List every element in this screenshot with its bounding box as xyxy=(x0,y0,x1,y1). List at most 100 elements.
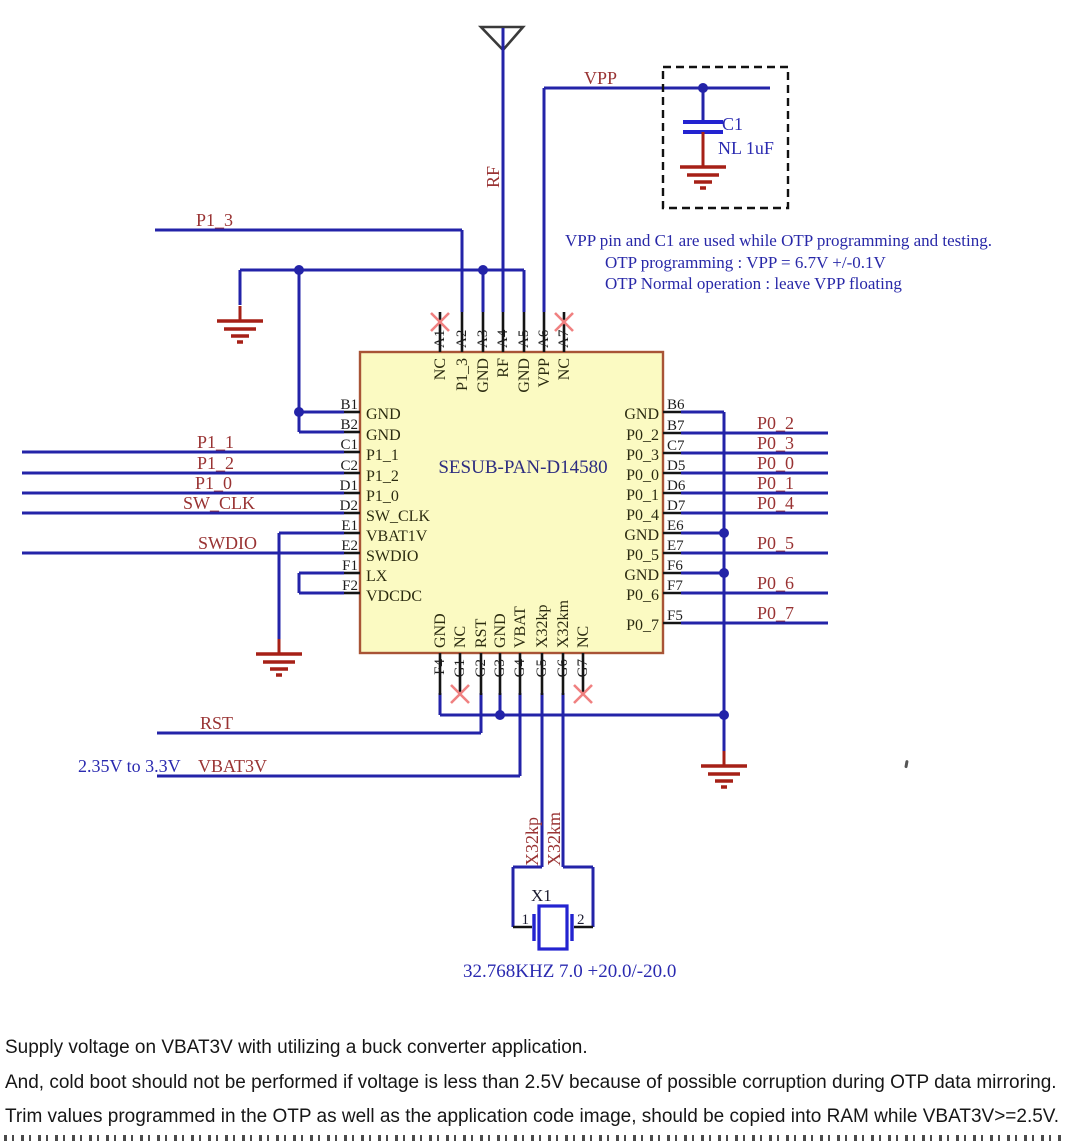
left-pin-names: GND GND P1_1 P1_2 P1_0 SW_CLK VBAT1V SWD… xyxy=(366,406,430,605)
net-label-p0_6: P0_6 xyxy=(757,573,794,593)
junction-dots xyxy=(294,83,729,720)
net-label-p1_3: P1_3 xyxy=(196,210,233,230)
pin-name: GND xyxy=(624,567,659,584)
net-left-io-wires xyxy=(22,450,344,555)
net-vpp-wire xyxy=(542,86,770,312)
pin-number: A3 xyxy=(475,330,491,348)
pin-number: E7 xyxy=(667,538,684,554)
net-label-p0_7: P0_7 xyxy=(757,603,794,623)
net-vbat3v-wire xyxy=(157,693,522,778)
right-pin-numbers: B6 B7 C7 D5 D6 D7 E6 E7 F6 F7 F5 xyxy=(667,397,686,624)
crystal-spec: 32.768KHZ 7.0 +20.0/-20.0 xyxy=(463,961,676,982)
pin-name: P0_1 xyxy=(626,487,659,504)
pin-name: P0_7 xyxy=(626,617,659,634)
pin-name: RF xyxy=(495,358,512,378)
net-label-p0_0: P0_0 xyxy=(757,453,794,473)
footer-notes: Supply voltage on VBAT3V with utilizing … xyxy=(5,1037,1059,1127)
pin-number: A4 xyxy=(495,329,511,348)
pin-name: GND xyxy=(475,358,492,393)
right-pin-names: GND P0_2 P0_3 P0_0 P0_1 P0_4 GND P0_5 GN… xyxy=(624,406,659,634)
vpp-note-line2: OTP programming : VPP = 6.7V +/-0.1V xyxy=(605,253,887,272)
net-label-vbat3v: VBAT3V xyxy=(198,756,267,776)
dashed-box xyxy=(661,65,790,210)
ground-symbol-top-left xyxy=(215,304,265,344)
net-label-x32km: X32km xyxy=(544,812,564,866)
pin-name: GND xyxy=(624,527,659,544)
top-pin-numbers: A1 A2 A3 A4 A5 A6 A7 xyxy=(432,329,572,348)
pin-number: A6 xyxy=(536,329,552,348)
pin-name: SW_CLK xyxy=(366,508,430,525)
pin-name: P0_2 xyxy=(626,427,659,444)
net-lx-vdcdc-wire xyxy=(297,571,344,595)
pin-number: A1 xyxy=(432,330,448,348)
pin-number: G5 xyxy=(534,659,550,677)
vpp-cap-section: C1 NL 1uF xyxy=(661,65,790,210)
pin-number: G2 xyxy=(473,659,489,677)
wire-segments xyxy=(22,28,828,927)
pin-number: A2 xyxy=(454,330,470,348)
pin-name: P1_3 xyxy=(454,358,471,391)
pin-number: B6 xyxy=(667,397,685,413)
pin-number: C1 xyxy=(340,437,358,453)
pin-name: NC xyxy=(556,358,573,380)
top-pin-names: NC P1_3 GND RF GND VPP NC xyxy=(432,358,573,393)
pin-name: GND xyxy=(366,427,401,444)
pin-name: P1_0 xyxy=(366,488,399,505)
net-label-p1_0: P1_0 xyxy=(195,473,232,493)
net-label-x32kp: X32kp xyxy=(522,817,542,866)
net-labels: P1_3 P1_1 P1_2 P1_0 SW_CLK SWDIO RST VBA… xyxy=(78,68,794,866)
crystal-pin1: 1 xyxy=(522,912,530,928)
vpp-note-line3: OTP Normal operation : leave VPP floatin… xyxy=(605,274,902,293)
pin-number: F2 xyxy=(342,578,358,594)
net-label-p1_2: P1_2 xyxy=(197,453,234,473)
ground-symbol-bottom-right xyxy=(699,749,749,789)
pin-name: P1_2 xyxy=(366,468,399,485)
net-x32-wires xyxy=(511,693,595,927)
pin-name: VBAT xyxy=(512,606,529,648)
pin-name: NC xyxy=(452,626,469,648)
net-label-sw_clk: SW_CLK xyxy=(183,493,255,513)
pin-number: G3 xyxy=(492,659,508,677)
bottom-pin-names: GND NC RST GND VBAT X32kp X32km NC xyxy=(432,599,592,648)
pin-number: G7 xyxy=(575,659,591,678)
pin-number: E2 xyxy=(341,538,358,554)
pin-number: F5 xyxy=(667,608,683,624)
pin-number: A5 xyxy=(516,330,532,348)
ground-symbol-left xyxy=(254,637,304,677)
pin-name: P0_5 xyxy=(626,547,659,564)
pin-number: E1 xyxy=(341,518,358,534)
pin-name: NC xyxy=(432,358,449,380)
vpp-note-line1: VPP pin and C1 are used while OTP progra… xyxy=(565,231,992,250)
pin-number: F7 xyxy=(667,578,683,594)
pin-number: D2 xyxy=(340,498,358,514)
chip-body xyxy=(358,350,665,655)
pin-number: C7 xyxy=(667,438,685,454)
pin-name: P1_1 xyxy=(366,447,399,464)
pin-name: P0_4 xyxy=(626,507,659,524)
pin-name: GND xyxy=(492,613,509,648)
chip-part-number: SESUB-PAN-D14580 xyxy=(438,457,607,478)
pin-number: B1 xyxy=(340,397,358,413)
pin-number: G4 xyxy=(512,659,528,678)
pin-number: D1 xyxy=(340,478,358,494)
pin-name: P0_6 xyxy=(626,587,659,604)
cropped-text-line xyxy=(4,1135,1066,1141)
pin-name: SWDIO xyxy=(366,548,418,565)
pin-name: GND xyxy=(432,613,449,648)
crystal-pin2: 2 xyxy=(577,912,585,928)
pin-number: G6 xyxy=(555,659,571,678)
net-label-p1_1: P1_1 xyxy=(197,432,234,452)
pin-name: VPP xyxy=(536,358,553,387)
pin-name: P0_3 xyxy=(626,447,659,464)
net-right-io-wires xyxy=(681,431,828,625)
pin-name: NC xyxy=(575,626,592,648)
net-label-p0_2: P0_2 xyxy=(757,413,794,433)
net-gnd-right-bus xyxy=(681,410,726,752)
pin-name: GND xyxy=(624,406,659,423)
footer-line2: And, cold boot should not be performed i… xyxy=(5,1072,1057,1093)
footer-line1: Supply voltage on VBAT3V with utilizing … xyxy=(5,1037,588,1058)
net-label-p0_5: P0_5 xyxy=(757,533,794,553)
vbat-voltage-range: 2.35V to 3.3V xyxy=(78,756,181,776)
